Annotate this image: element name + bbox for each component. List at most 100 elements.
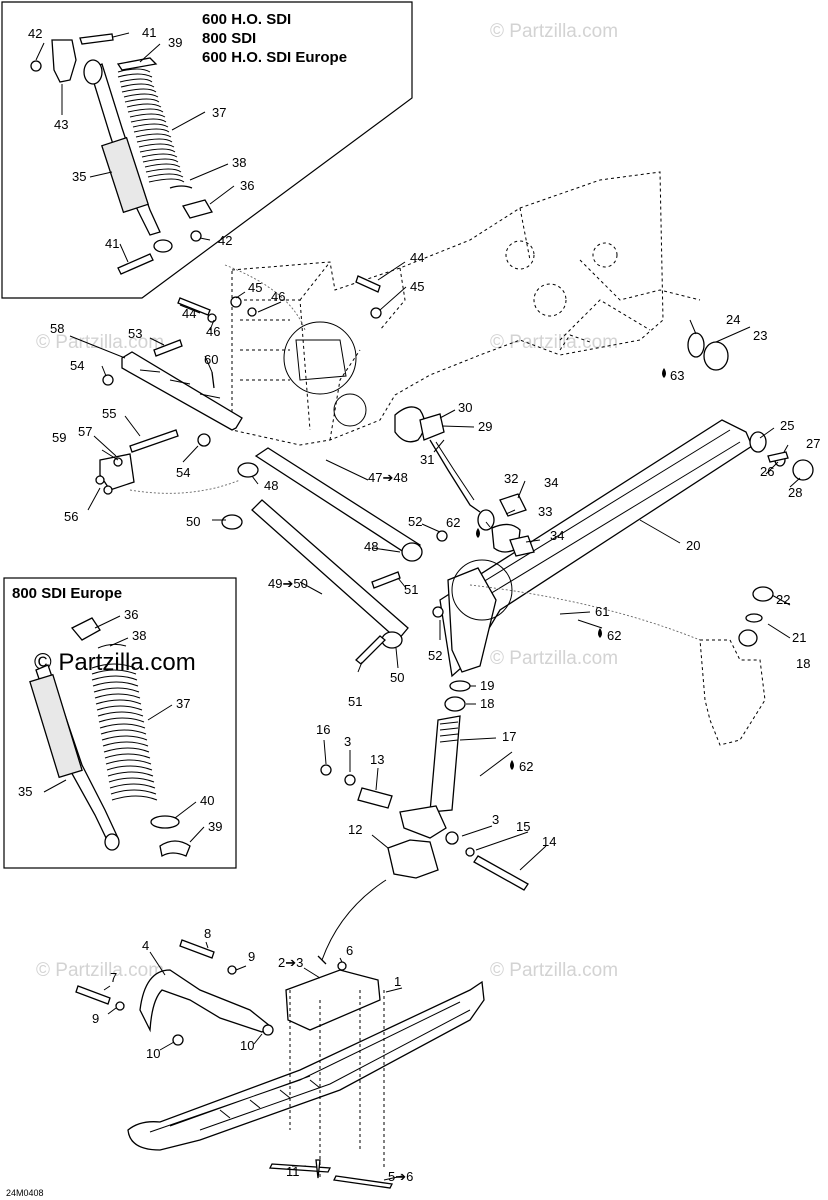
callout-28: 28 [788, 485, 802, 500]
callout-10-right: 10 [240, 1038, 254, 1053]
shock-eye-top [83, 59, 103, 85]
ring-38-top [169, 185, 193, 189]
nut-6 [337, 961, 347, 971]
ring-19 [449, 680, 471, 692]
callout-61: 61 [595, 604, 609, 619]
shock-eye-mid [104, 833, 120, 851]
callout-44-right: 44 [410, 250, 424, 265]
callout-40: 40 [200, 793, 214, 808]
callout-25: 25 [780, 418, 794, 433]
callout-14: 14 [542, 834, 556, 849]
watermark-top-right: © Partzilla.com [490, 21, 618, 42]
callout-41-top: 41 [142, 25, 156, 40]
callout-16: 16 [316, 722, 330, 737]
cap-28 [792, 459, 814, 481]
bolt-44-left [177, 297, 211, 316]
callout-34-top: 34 [544, 475, 558, 490]
arm-31 [429, 439, 481, 513]
callout-37-top: 37 [212, 105, 226, 120]
callout-11: 11 [286, 1164, 300, 1179]
nut-45-right [370, 307, 382, 319]
callout-48-left: 48 [264, 478, 278, 493]
callout-8: 8 [204, 926, 211, 941]
bolt-44-right [355, 275, 381, 293]
callout-48-right: 48 [364, 539, 378, 554]
callout-20: 20 [686, 538, 700, 553]
nut-54-left [102, 374, 114, 386]
callout-54-left: 54 [70, 358, 84, 373]
nut-52-bottom [432, 606, 444, 618]
ring-38-mid [97, 643, 127, 649]
callout-54-right: 54 [176, 465, 190, 480]
nut-45-left [230, 296, 242, 308]
callout-55: 55 [102, 406, 116, 421]
box-top-title-2: 800 SDI [202, 30, 256, 47]
callout-45-right: 45 [410, 279, 424, 294]
swing-arm-20 [439, 419, 753, 678]
ring-40 [150, 815, 180, 829]
bushing-48-right [401, 542, 423, 562]
callout-27: 27 [806, 436, 820, 451]
block-12 [387, 839, 439, 879]
spindle-detail [699, 639, 766, 746]
callout-1: 1 [394, 974, 401, 989]
link-49 [251, 499, 409, 641]
runner-right [333, 1175, 393, 1189]
callout-18-left: 18 [480, 696, 494, 711]
spring-37-top [117, 68, 185, 183]
bolt-55 [129, 429, 179, 453]
callout-21: 21 [792, 630, 806, 645]
inset-box-mid: 800 SDI Europe © Partzilla.com 36 38 37 … [3, 577, 237, 869]
callout-39-mid: 39 [208, 819, 222, 834]
bolt-14 [473, 855, 529, 891]
callout-43: 43 [54, 117, 68, 132]
callout-46-left: 46 [206, 324, 220, 339]
callout-35-top: 35 [72, 169, 86, 184]
callout-47-48: 47➔48 [368, 470, 408, 485]
callout-3-right: 3 [492, 812, 499, 827]
nut-10-right [262, 1024, 274, 1036]
bracket-43 [51, 39, 77, 83]
cap-22 [752, 586, 774, 602]
bushing-18-right [738, 629, 758, 647]
shock-body-35-top [101, 136, 149, 214]
callout-2-3: 2➔3 [278, 955, 303, 970]
callout-10-left: 10 [146, 1046, 160, 1061]
cup-36-mid [70, 617, 101, 641]
callout-32: 32 [504, 471, 518, 486]
bolt-7 [75, 985, 111, 1005]
nut-54-right [197, 433, 211, 447]
callout-3-left: 3 [344, 734, 351, 749]
inset-box-top: 600 H.O. SDI 800 SDI 600 H.O. SDI Europe… [1, 1, 413, 299]
bushing-24 [687, 332, 705, 358]
callout-53: 53 [128, 326, 142, 341]
spring-seat-39-top [116, 57, 158, 71]
callout-29: 29 [478, 419, 492, 434]
box-mid-title: 800 SDI Europe [12, 585, 122, 602]
callout-37-mid: 37 [176, 696, 190, 711]
callout-62-b: 62 [607, 628, 621, 643]
ski-assembly: 8 4 9 6 2➔3 7 1 9 10 10 11 5➔6 [75, 926, 485, 1189]
bolt-51-top [371, 571, 401, 589]
watermark-bottom-left: © Partzilla.com [36, 960, 164, 981]
callout-50-right: 50 [390, 670, 404, 685]
detail-circle [283, 321, 357, 395]
callout-18-right: 18 [796, 656, 810, 671]
callout-9-bottom: 9 [92, 1011, 99, 1026]
shock-body-35-mid [29, 673, 83, 779]
link-47 [254, 447, 421, 557]
bolt-51-bottom [355, 635, 386, 665]
box-top-title-3: 600 H.O. SDI Europe [202, 49, 347, 66]
handle-4 [139, 969, 272, 1033]
callout-49-50: 49➔50 [268, 576, 308, 591]
seat-39-mid [159, 840, 191, 858]
callout-5-6: 5➔6 [388, 1169, 413, 1184]
callout-42-bottom: 42 [218, 233, 232, 248]
callout-42-top: 42 [28, 26, 42, 41]
bushing-50-left [221, 514, 243, 530]
washer-46-left [207, 313, 217, 323]
callout-4: 4 [142, 938, 149, 953]
callout-15: 15 [516, 819, 530, 834]
callout-58: 58 [50, 321, 64, 336]
callout-57: 57 [78, 424, 92, 439]
